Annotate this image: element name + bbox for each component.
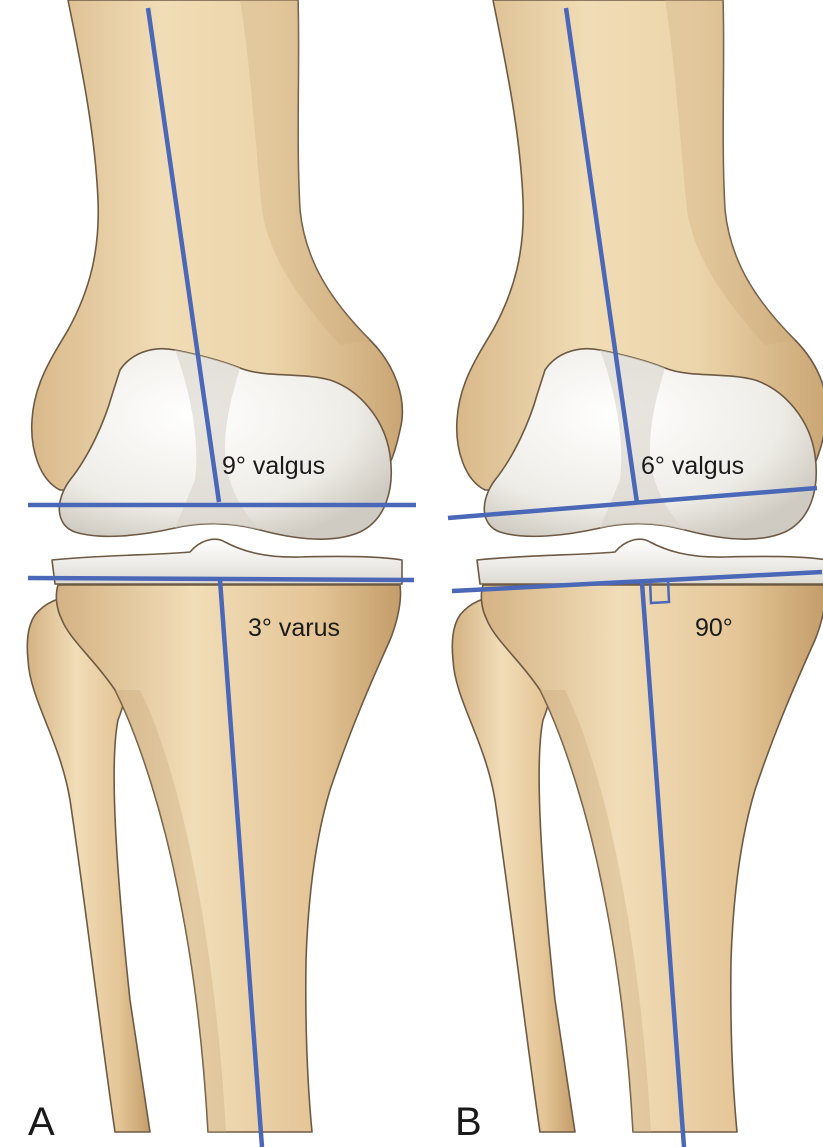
tibial-joint-line-a: [28, 578, 414, 580]
panel-label-b: B: [455, 1100, 482, 1144]
panel-b: 6° valgus 90° B: [448, 0, 823, 1147]
femoral-angle-label-a: 9° valgus: [222, 452, 325, 480]
tibial-angle-label-a: 3° varus: [248, 614, 340, 642]
panel-label-a: A: [28, 1100, 55, 1144]
femoral-angle-label-b: 6° valgus: [641, 452, 744, 480]
tibial-angle-label-b: 90°: [695, 614, 733, 642]
panel-a: 9° valgus 3° varus A: [27, 0, 416, 1147]
